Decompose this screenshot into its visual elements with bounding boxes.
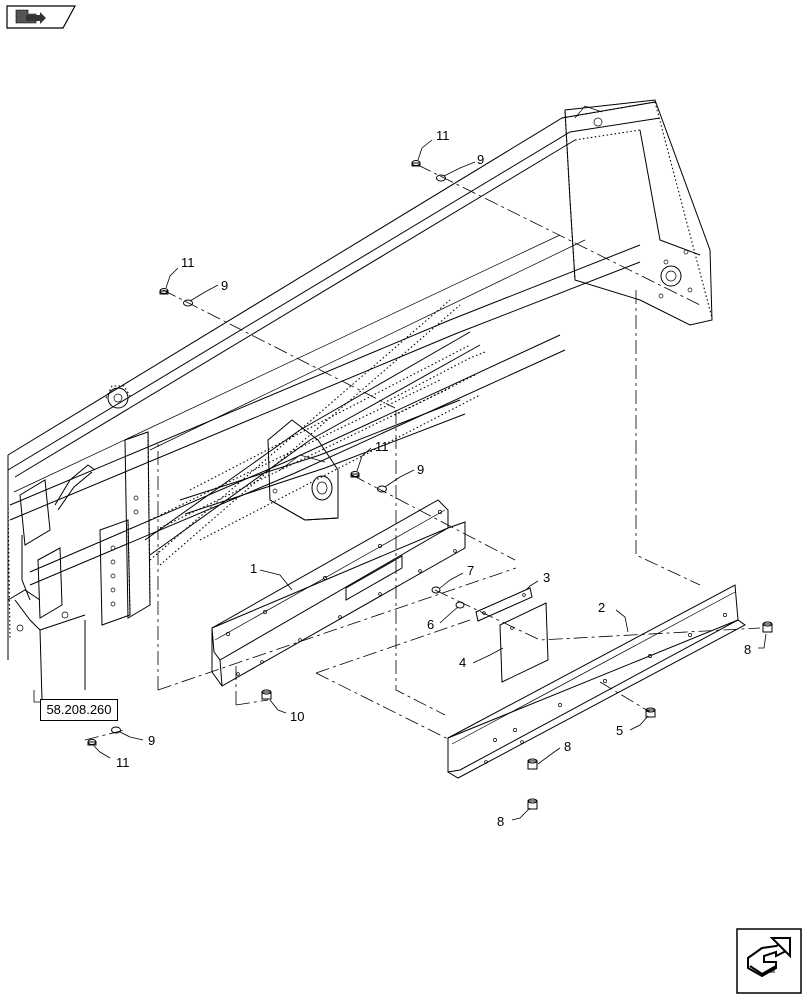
callout-9-bottom: 9 bbox=[148, 733, 155, 748]
fasteners bbox=[87, 160, 773, 810]
reference-link-58-208-260[interactable]: 58.208.260 bbox=[40, 699, 118, 721]
part-1-angle-plate bbox=[211, 499, 466, 687]
part-2-angle-plate bbox=[447, 584, 746, 779]
callout-5: 5 bbox=[616, 723, 623, 738]
next-page-arrow-icon bbox=[736, 928, 802, 994]
callout-10: 10 bbox=[290, 709, 304, 724]
tag-arrow-button[interactable] bbox=[6, 5, 77, 29]
next-page-button[interactable] bbox=[736, 928, 802, 994]
leader-lines bbox=[33, 139, 767, 821]
callout-6: 6 bbox=[427, 617, 434, 632]
callout-9-top: 9 bbox=[477, 152, 484, 167]
callout-7: 7 bbox=[467, 563, 474, 578]
callout-4: 4 bbox=[459, 655, 466, 670]
callout-9-left: 9 bbox=[221, 278, 228, 293]
assembly-centerlines bbox=[84, 164, 761, 741]
part-3-strip bbox=[475, 587, 533, 622]
callout-11-top: 11 bbox=[436, 128, 450, 143]
callout-2: 2 bbox=[598, 600, 605, 615]
callout-8-mid: 8 bbox=[564, 739, 571, 754]
part-4-shim-plate bbox=[499, 602, 549, 683]
callout-11-mid: 11 bbox=[375, 439, 389, 454]
truss-beam-assembly bbox=[7, 99, 713, 701]
callout-1: 1 bbox=[250, 561, 257, 576]
callout-3: 3 bbox=[543, 570, 550, 585]
callout-8-bottom: 8 bbox=[497, 814, 504, 829]
callout-9-mid: 9 bbox=[417, 462, 424, 477]
callout-11-left: 11 bbox=[181, 255, 195, 270]
callout-8-right: 8 bbox=[744, 642, 751, 657]
callout-labels: 11 9 11 9 11 9 1 7 3 2 6 4 8 10 5 9 8 11… bbox=[116, 128, 751, 829]
callout-11-bottom: 11 bbox=[116, 755, 130, 770]
tag-arrow-icon bbox=[6, 5, 77, 29]
